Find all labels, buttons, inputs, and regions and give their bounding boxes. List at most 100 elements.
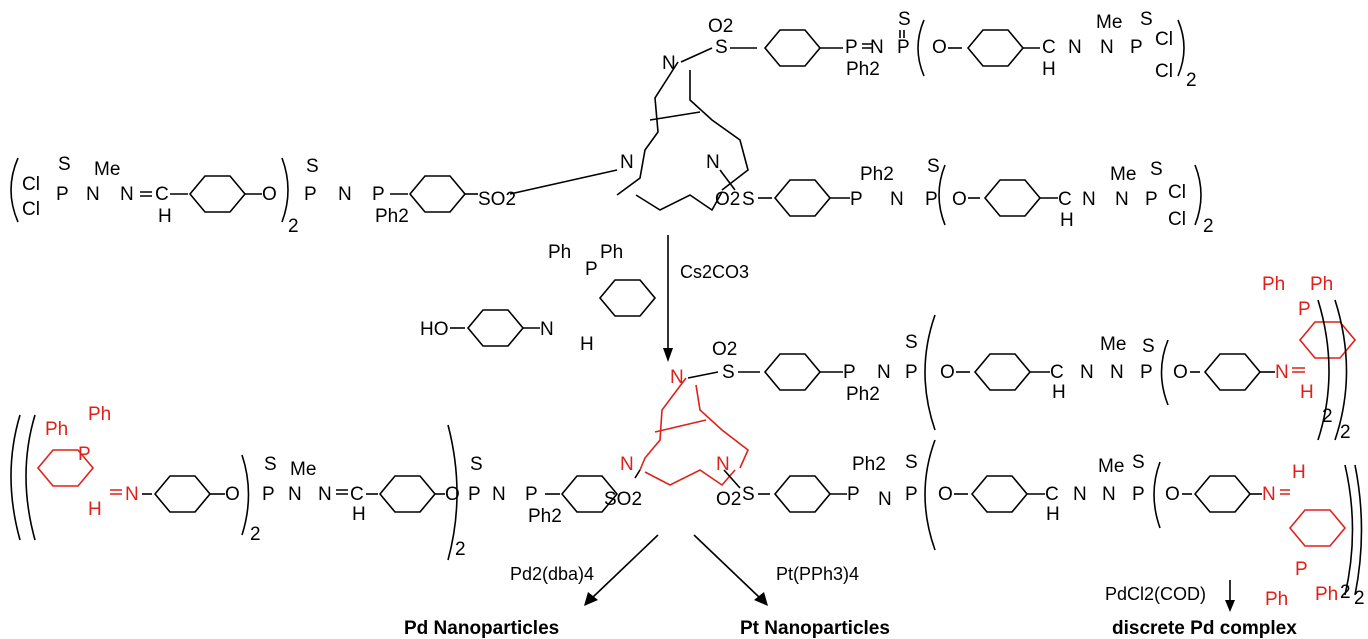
atom-s: S xyxy=(722,362,735,383)
atom-p: P xyxy=(905,484,918,505)
atom-s: S xyxy=(898,9,911,30)
atom-n: N xyxy=(492,484,506,505)
atom-o: O xyxy=(262,184,277,205)
atom-h: H xyxy=(580,334,594,355)
atom-s: S xyxy=(1140,9,1153,30)
product-right-arm: O2 S P Ph2 N P S O C H N N Me P S O xyxy=(716,439,1365,610)
label-o2: O2 xyxy=(712,339,737,360)
atom-s: S xyxy=(905,452,918,473)
label-me: Me xyxy=(1096,12,1122,33)
atom-o: O xyxy=(225,484,240,505)
left-arm: Cl Cl P S N Me N C H O 2 P S N P Ph2 SO2 xyxy=(10,154,618,237)
product-pt-nanoparticles: Pt Nanoparticles xyxy=(740,618,890,639)
atom-p: P xyxy=(525,484,538,505)
label-o2: O2 xyxy=(715,189,740,210)
atom-p: P xyxy=(845,37,858,58)
atom-p: P xyxy=(905,362,918,383)
product-pd-nanoparticles: Pd Nanoparticles xyxy=(404,618,559,639)
label-o2: O2 xyxy=(716,489,741,510)
label-ph2: Ph2 xyxy=(860,164,894,185)
triaza-macrocycle xyxy=(616,61,749,212)
right-arm: O2 S P Ph2 N P S O C H N N Me P S Cl Cl … xyxy=(715,156,1214,237)
subscript-2: 2 xyxy=(250,524,261,545)
subscript-2: 2 xyxy=(1340,422,1351,443)
pd-complex-branch: PdCl2(COD) discrete Pd complex xyxy=(1105,580,1297,639)
atom-h: H xyxy=(352,504,366,525)
atom-n: N xyxy=(1100,37,1114,58)
pt-branch: Pt(PPh3)4 Pt Nanoparticles xyxy=(693,534,890,639)
atom-o: O xyxy=(940,362,955,383)
product-left-arm: Ph Ph P H N O 2 P S N Me N C H O xyxy=(10,404,642,561)
starting-material: N N N S O2 P Ph2 N P S O C H N N xyxy=(10,9,1214,237)
label-ph: Ph xyxy=(1262,274,1285,295)
benzene-ring xyxy=(970,475,1029,513)
atom-h: H xyxy=(1052,382,1066,403)
label-ph2: Ph2 xyxy=(375,206,409,227)
label-me: Me xyxy=(1098,456,1124,477)
label-so2: SO2 xyxy=(604,489,642,510)
atom-o: O xyxy=(1173,362,1188,383)
atom-s: S xyxy=(927,156,940,177)
atom-o: O xyxy=(932,37,947,58)
subscript-2: 2 xyxy=(1354,588,1365,609)
atom-n: N xyxy=(1068,37,1082,58)
phosphine-phenol-reagent: HO N H P Ph Ph xyxy=(420,242,657,355)
subscript-2: 2 xyxy=(1203,216,1214,237)
label-ho: HO xyxy=(420,319,449,340)
atom-s: S xyxy=(905,332,918,353)
atom-n: N xyxy=(338,184,352,205)
atom-n-left: N xyxy=(620,454,634,475)
atom-p: P xyxy=(585,259,598,280)
atom-cl: Cl xyxy=(1155,61,1173,82)
atom-n: N xyxy=(1073,484,1087,505)
benzene-ring-highlighted xyxy=(1298,321,1357,359)
atom-n-top: N xyxy=(670,367,684,388)
benzene-ring xyxy=(153,475,212,513)
atom-p: P xyxy=(1295,559,1308,580)
atom-h: H xyxy=(88,499,102,520)
atom-p: P xyxy=(78,444,91,465)
benzene-ring xyxy=(1203,353,1262,391)
atom-n-right: N xyxy=(716,454,730,475)
top-arm: S O2 P Ph2 N P S O C H N N Me P S Cl Cl xyxy=(680,9,1197,91)
pd-branch: Pd2(dba)4 Pd Nanoparticles xyxy=(404,534,659,639)
label-me: Me xyxy=(1100,334,1126,355)
benzene-ring xyxy=(763,29,822,67)
atom-n: N xyxy=(120,184,134,205)
atom-p: P xyxy=(1140,362,1153,383)
atom-n-right: N xyxy=(706,152,720,173)
subscript-2: 2 xyxy=(1340,582,1351,603)
reagent-ptpph34: Pt(PPh3)4 xyxy=(776,564,859,584)
label-o2: O2 xyxy=(708,16,733,37)
atom-cl: Cl xyxy=(1168,209,1186,230)
benzene-ring xyxy=(973,353,1032,391)
benzene-ring xyxy=(773,179,832,217)
atom-n: N xyxy=(125,484,139,505)
reagent-pd2dba4: Pd2(dba)4 xyxy=(510,564,594,584)
benzene-ring xyxy=(408,175,467,213)
atom-s: S xyxy=(264,454,277,475)
label-me: Me xyxy=(1110,164,1136,185)
atom-n: N xyxy=(1102,484,1116,505)
step1: Cs2CO3 HO N H P Ph Ph xyxy=(420,235,749,362)
atom-cl: Cl xyxy=(1155,29,1173,50)
atom-p: P xyxy=(1132,484,1145,505)
benzene-ring xyxy=(560,475,619,513)
atom-p: P xyxy=(847,484,860,505)
label-ph: Ph xyxy=(88,404,111,425)
atom-h: H xyxy=(1300,382,1314,403)
atom-c: C xyxy=(1045,484,1059,505)
atom-p: P xyxy=(262,484,275,505)
atom-h: H xyxy=(158,206,172,227)
atom-h: H xyxy=(1046,504,1060,525)
atom-p: P xyxy=(304,184,317,205)
atom-n: N xyxy=(288,484,302,505)
label-ph2: Ph2 xyxy=(846,384,880,405)
atom-n: N xyxy=(890,189,904,210)
atom-n: N xyxy=(1080,362,1094,383)
benzene-ring xyxy=(966,29,1025,67)
atom-o: O xyxy=(1165,484,1180,505)
atom-p: P xyxy=(1130,37,1143,58)
atom-n: N xyxy=(540,319,554,340)
